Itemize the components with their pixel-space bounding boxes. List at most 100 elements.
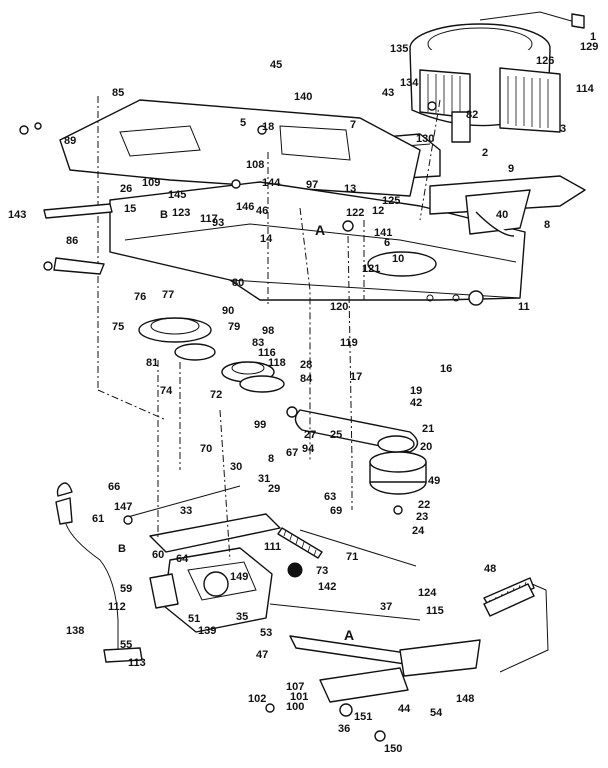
- callout-100: 100: [286, 701, 304, 713]
- callout-116: 116: [258, 347, 276, 359]
- callout-43: 43: [382, 87, 394, 99]
- callout-66: 66: [108, 481, 120, 493]
- fasteners: [19, 101, 437, 742]
- callout-145: 145: [168, 189, 186, 201]
- callout-150: 150: [384, 743, 402, 755]
- tractor-frame: [109, 181, 526, 306]
- callout-40: 40: [496, 209, 508, 221]
- callout-107: 107: [286, 681, 304, 693]
- callout-54: 54: [430, 707, 443, 719]
- callout-138: 138: [66, 625, 84, 637]
- callout-26: 26: [120, 183, 132, 195]
- section-marker-a-lower: A: [344, 627, 354, 643]
- callout-130: 130: [416, 133, 434, 145]
- callout-61: 61: [92, 513, 104, 525]
- callout-120: 120: [330, 301, 348, 313]
- callout-59: 59: [120, 583, 132, 595]
- pedal-grip: [483, 583, 535, 617]
- callout-108: 108: [246, 159, 264, 171]
- callout-85: 85: [112, 87, 124, 99]
- callout-146: 146: [236, 201, 254, 213]
- callout-48: 48: [484, 563, 496, 575]
- callout-73: 73: [316, 565, 328, 577]
- callout-76: 76: [134, 291, 146, 303]
- callout-27: 27: [304, 429, 316, 441]
- idler-pulley-assembly: [138, 317, 285, 393]
- callout-63: 63: [324, 491, 336, 503]
- callout-42: 42: [410, 397, 422, 409]
- marker-8: 8: [544, 219, 550, 231]
- callout-71: 71: [346, 551, 358, 563]
- callout-112: 112: [108, 601, 126, 613]
- callout-44: 44: [398, 703, 411, 715]
- callout-75: 75: [112, 321, 124, 333]
- linkage-rods: [123, 485, 421, 621]
- callout-126: 126: [536, 55, 554, 67]
- callout-8: 8: [268, 453, 274, 465]
- callout-134: 134: [400, 77, 419, 89]
- callout-9: 9: [508, 163, 514, 175]
- callout-28: 28: [300, 359, 312, 371]
- callout-36: 36: [338, 723, 350, 735]
- callout-22: 22: [418, 499, 430, 511]
- callout-19: 19: [410, 385, 422, 397]
- section-marker-a: A: [315, 222, 325, 238]
- callout-3: 3: [560, 123, 566, 135]
- callout-148: 148: [456, 693, 474, 705]
- callout-21: 21: [422, 423, 434, 435]
- callout-147: 147: [114, 501, 132, 513]
- callout-109: 109: [142, 177, 160, 189]
- callout-47: 47: [256, 649, 268, 661]
- callout-30: 30: [230, 461, 242, 473]
- callout-79: 79: [228, 321, 240, 333]
- callout-119: 119: [340, 337, 358, 349]
- callout-46: 46: [256, 205, 268, 217]
- hood-panel: [59, 99, 421, 197]
- callout-37: 37: [380, 601, 392, 613]
- electric-clutch: [369, 435, 427, 495]
- callout-17: 17: [350, 371, 362, 383]
- callout-102: 102: [248, 693, 266, 705]
- callout-98: 98: [262, 325, 274, 337]
- callout-81: 81: [146, 357, 158, 369]
- callout-83: 83: [252, 337, 264, 349]
- callout-49: 49: [428, 475, 440, 487]
- callout-114: 114: [576, 83, 595, 95]
- callout-111: 111: [264, 541, 281, 553]
- callout-149: 149: [230, 571, 248, 583]
- callout-122: 122: [346, 207, 364, 219]
- callout-7: 7: [350, 119, 356, 131]
- reference-lines: [97, 96, 441, 561]
- callout-69: 69: [330, 505, 342, 517]
- callout-140: 140: [294, 91, 312, 103]
- callout-10: 10: [392, 253, 404, 265]
- callout-113: 113: [128, 657, 146, 669]
- callout-129: 129: [580, 41, 598, 53]
- transaxle: [149, 547, 273, 633]
- callout-29: 29: [268, 483, 280, 495]
- callout-80: 80: [232, 277, 244, 289]
- callout-51: 51: [188, 613, 200, 625]
- callout-97: 97: [306, 179, 318, 191]
- callout-70: 70: [200, 443, 212, 455]
- callout-24: 24: [412, 525, 425, 537]
- callout-16: 16: [440, 363, 452, 375]
- callout-18: 18: [262, 121, 274, 133]
- control-bracket: [149, 513, 281, 553]
- callout-94: 94: [302, 443, 315, 455]
- callout-135: 135: [390, 43, 408, 55]
- marker-b-lower: B: [118, 543, 126, 555]
- callout-2: 2: [482, 147, 488, 159]
- callout-45: 45: [270, 59, 282, 71]
- callout-33: 33: [180, 505, 192, 517]
- callout-15: 15: [124, 203, 136, 215]
- marker-b-upper: B: [160, 209, 168, 221]
- callout-115: 115: [426, 605, 444, 617]
- callout-125: 125: [382, 195, 400, 207]
- shift-lever: [55, 482, 143, 663]
- callout-121: 121: [362, 263, 380, 275]
- callout-35: 35: [236, 611, 248, 623]
- callout-93: 93: [212, 217, 224, 229]
- callout-25: 25: [330, 429, 342, 441]
